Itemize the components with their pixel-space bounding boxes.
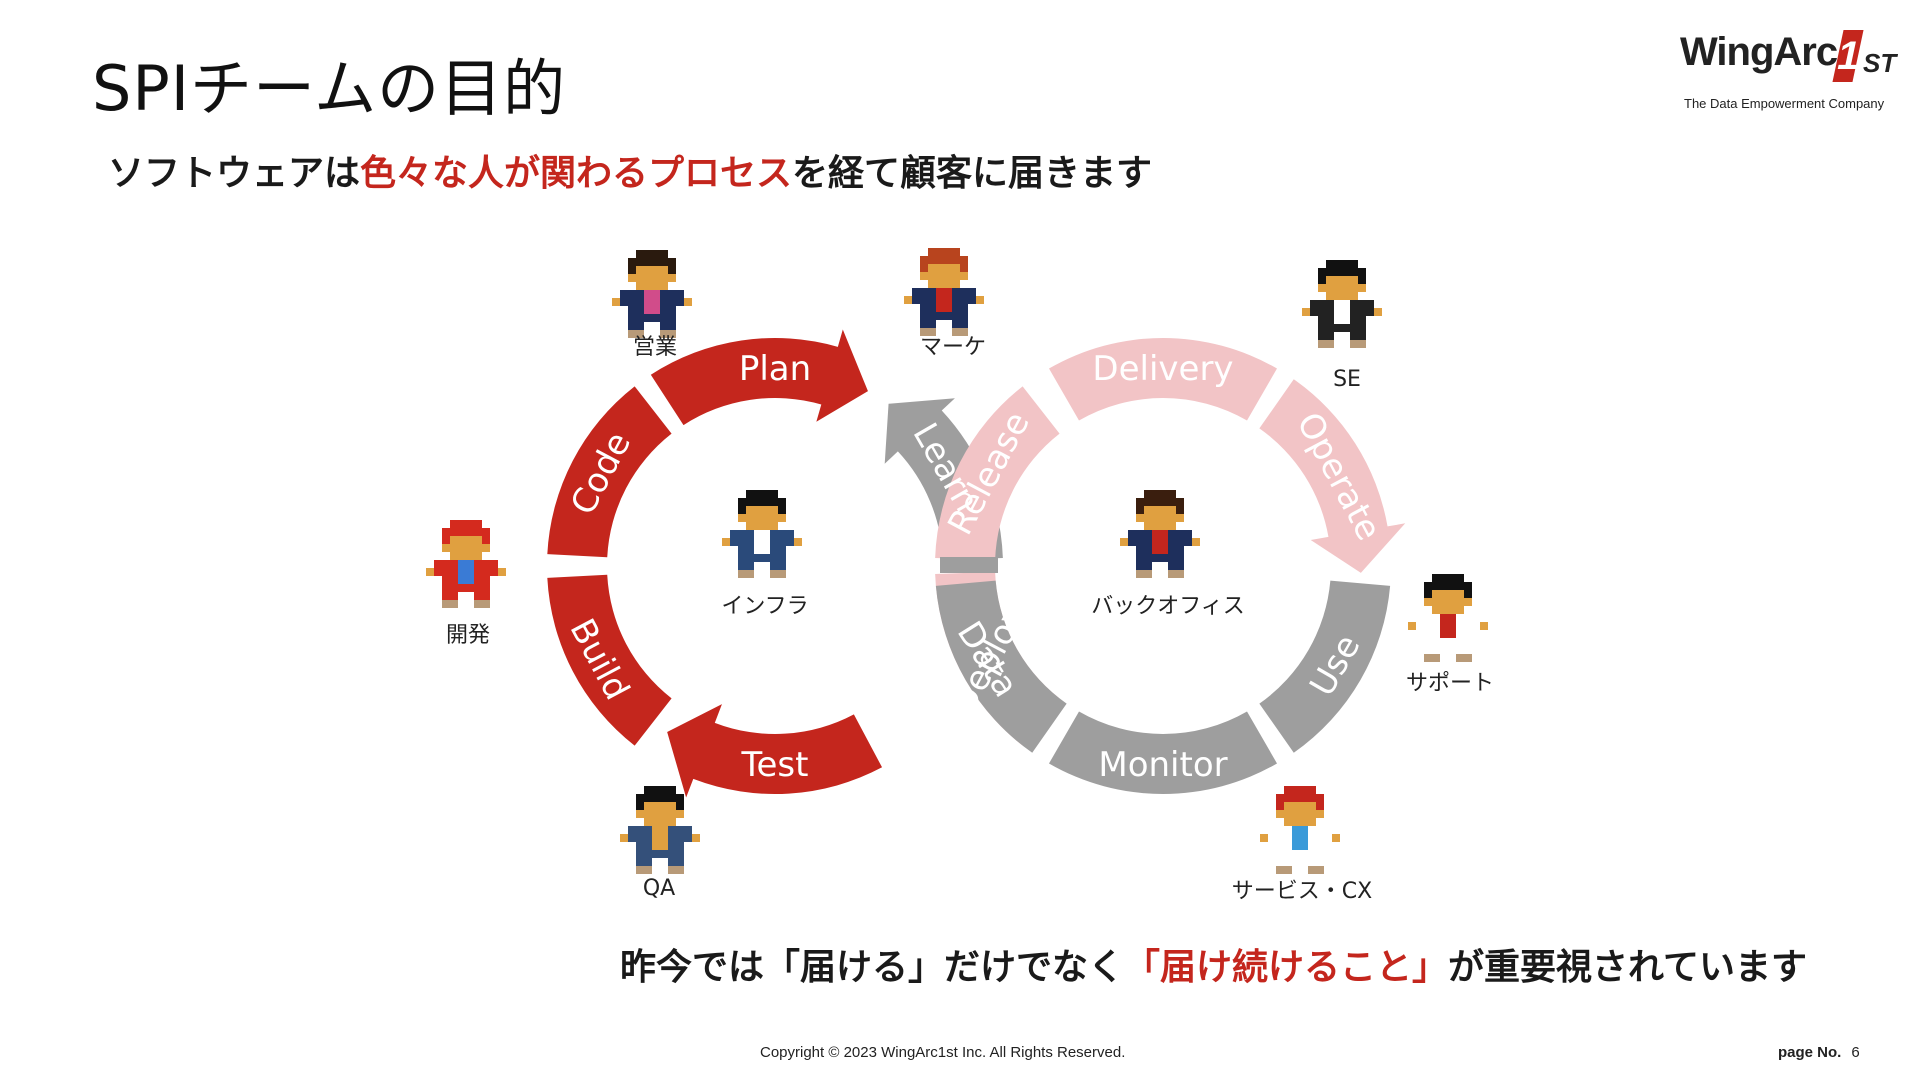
copyright: Copyright © 2023 WingArc1st Inc. All Rig… <box>760 1044 1125 1061</box>
role-label: QA <box>643 876 675 901</box>
back-office-pixel-icon <box>1120 490 1200 578</box>
left-loop-label-test: Test <box>741 745 809 785</box>
qa-pixel-icon <box>620 786 700 874</box>
role-label: サービス・CX <box>1232 879 1372 904</box>
role-label: 営業 <box>633 335 677 360</box>
role-label: マーケ <box>920 335 986 360</box>
left-loop-label-plan: Plan <box>739 349 811 389</box>
role-label: サポート <box>1406 671 1494 696</box>
diagram-segments <box>547 330 1405 798</box>
support-pixel-icon <box>1408 574 1488 662</box>
bottom-message-highlight: 「届け続けること」 <box>1124 947 1448 988</box>
right-loop-label-delivery: Delivery <box>1092 349 1233 389</box>
loop-connector <box>940 557 998 573</box>
role-label: インフラ <box>721 594 808 619</box>
bottom-message-pre: 昨今では「届ける」だけでなく <box>620 947 1124 988</box>
developer-pixel-icon <box>426 520 506 608</box>
role-label: バックオフィス <box>1091 594 1245 619</box>
role-label: 開発 <box>446 623 490 648</box>
infra-pixel-icon <box>722 490 802 578</box>
bottom-message-post: が重要視されています <box>1448 947 1807 988</box>
salesperson-pixel-icon <box>612 250 692 338</box>
page-number-label: page No. <box>1778 1044 1841 1061</box>
page-number-value: 6 <box>1851 1044 1859 1061</box>
role-label: SE <box>1333 367 1361 392</box>
service-cx-pixel-icon <box>1260 786 1340 874</box>
page-number: page No. 6 <box>1778 1044 1860 1061</box>
marketer-pixel-icon <box>904 248 984 336</box>
right-loop-label-monitor: Monitor <box>1098 745 1227 785</box>
engineer-with-flower-pixel-icon <box>1302 260 1382 348</box>
bottom-message: 昨今では「届ける」だけでなく「届け続けること」が重要視されています <box>620 938 1807 990</box>
